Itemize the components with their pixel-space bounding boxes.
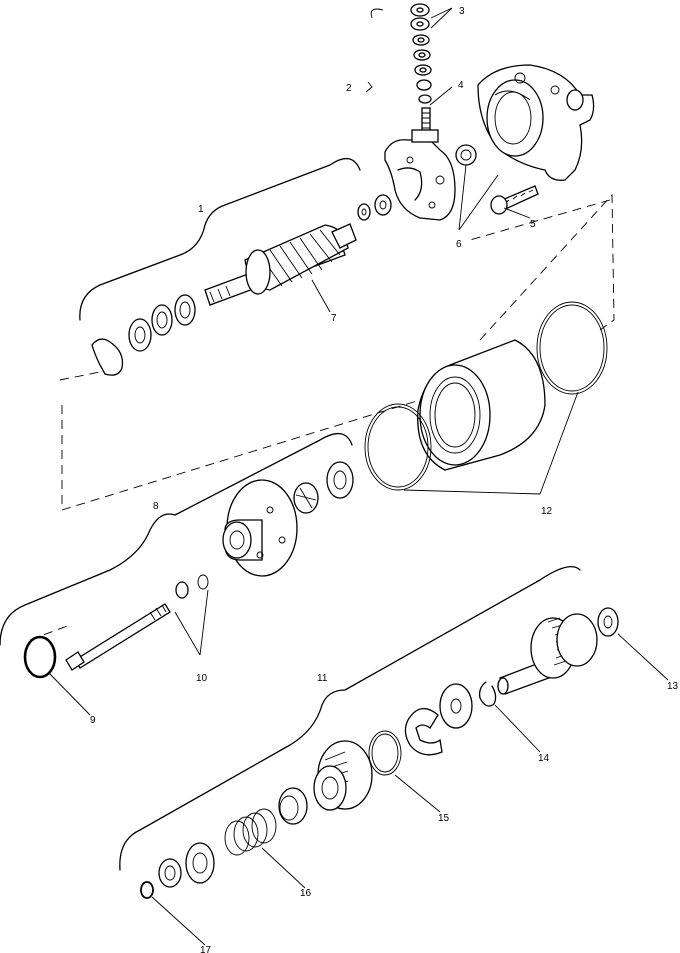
callout-14: 14 <box>538 753 550 764</box>
armature-part-7 <box>204 223 357 306</box>
callout-10: 10 <box>196 673 208 684</box>
leader-lines <box>47 7 669 946</box>
drive-end-flange <box>222 479 298 577</box>
callout-7: 7 <box>331 313 337 324</box>
overrunning-clutch <box>313 740 373 811</box>
washers-part-10 <box>175 574 209 599</box>
callout-9: 9 <box>90 715 96 726</box>
screw-part-5 <box>490 185 539 215</box>
end-cap-housing <box>477 64 595 181</box>
callout-3: 3 <box>459 6 465 17</box>
stator-yoke-housing <box>417 339 546 471</box>
bracket-3 <box>370 8 384 19</box>
callout-13: 13 <box>667 681 679 692</box>
callout-17: 17 <box>200 945 212 953</box>
through-bolt <box>65 603 171 671</box>
washer-stack-part-3 <box>410 3 432 104</box>
o-ring-part-12-right <box>536 301 608 395</box>
callout-8: 8 <box>153 501 159 512</box>
group-bracket-8 <box>0 433 353 646</box>
pinion-shaft-part-13 <box>497 607 619 695</box>
o-ring-part-9 <box>23 635 57 679</box>
o-ring-part-15 <box>368 730 402 776</box>
callout-12: 12 <box>541 506 553 517</box>
stop-collar-part-17 <box>140 858 182 899</box>
bushing-part-6 <box>455 144 477 166</box>
clip-plate <box>404 708 443 756</box>
sleeve-spring-part-16 <box>185 787 308 884</box>
small-washers-armature <box>357 194 392 221</box>
callout-5: 5 <box>530 219 536 230</box>
callout-16: 16 <box>300 888 312 899</box>
shaft-washers-armature <box>91 294 196 376</box>
retaining-ring-part-14 <box>478 681 497 707</box>
group-bracket-11 <box>119 566 581 871</box>
callout-2: 2 <box>346 83 352 94</box>
callout-15: 15 <box>438 813 450 824</box>
brush-holder-plate-part-2 <box>384 129 456 221</box>
o-ring-part-12-left <box>364 403 432 491</box>
callout-1: 1 <box>198 204 204 215</box>
group-bracket-1 <box>79 158 361 321</box>
washer-part-large <box>439 683 473 729</box>
bearings-part-8 <box>293 461 354 514</box>
callout-4: 4 <box>458 80 464 91</box>
callout-6: 6 <box>456 239 462 250</box>
callout-11: 11 <box>317 673 328 684</box>
